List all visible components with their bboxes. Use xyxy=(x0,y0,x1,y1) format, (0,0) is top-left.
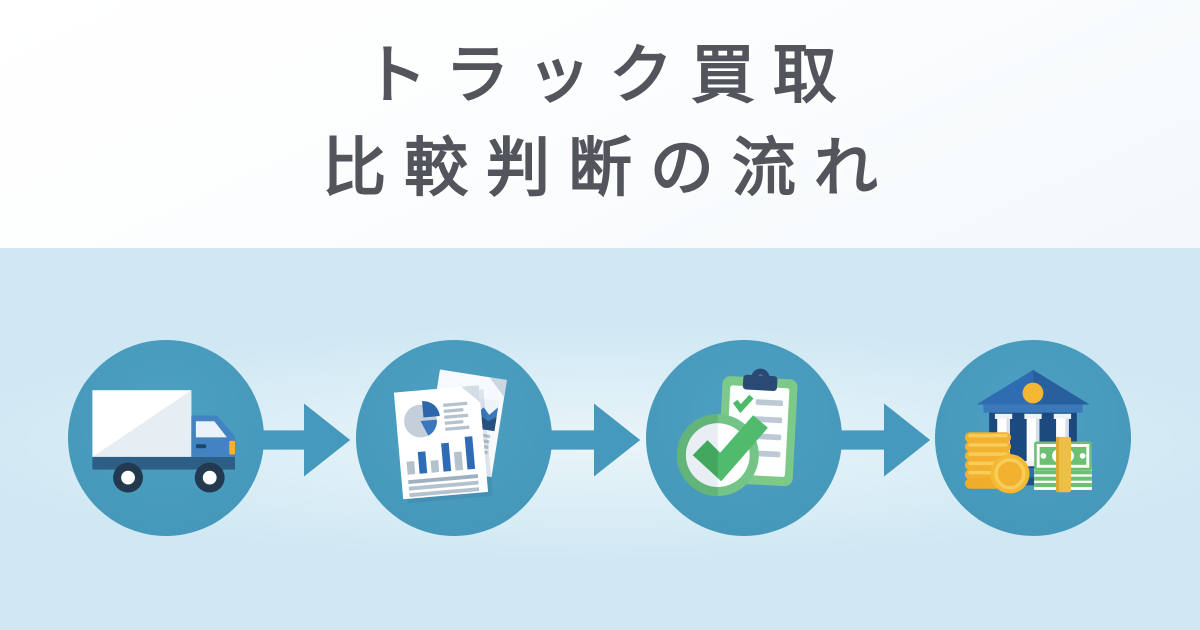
page-title: トラック買取 比較判断の流れ xyxy=(0,29,1200,215)
truck-icon xyxy=(92,389,236,493)
checklist-check-icon xyxy=(676,368,798,497)
title-line-2: 比較判断の流れ xyxy=(322,132,896,204)
arrow-right-icon xyxy=(834,403,931,477)
flow-step-truck xyxy=(68,340,264,536)
bank-money-icon xyxy=(964,369,1092,494)
arrow-right-icon xyxy=(544,403,641,477)
report-documents-icon xyxy=(393,369,507,504)
title-section: トラック買取 比較判断の流れ xyxy=(0,0,1200,248)
title-line-1: トラック買取 xyxy=(363,39,855,111)
flow-step-bank-money xyxy=(935,340,1131,536)
flow-step-checklist xyxy=(646,340,842,536)
arrow-right-icon xyxy=(254,403,351,477)
flow-step-documents xyxy=(356,340,552,536)
